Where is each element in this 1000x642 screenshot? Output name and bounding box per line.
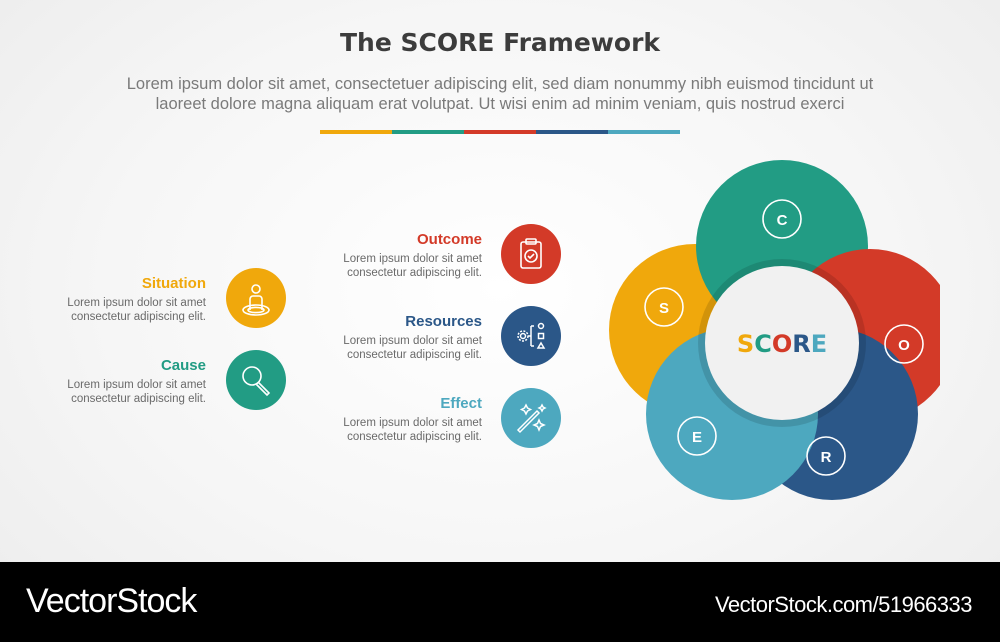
divider-segment-situation [320,130,392,134]
item-label: Outcome [416,231,482,248]
petal-letter-o: O [898,337,910,354]
item-label: Effect [440,395,482,412]
watermark-brand: VectorStock [26,582,197,620]
gear-shapes-icon [501,306,561,366]
page-title: The SCORE Framework [339,28,661,57]
divider-segment-cause [392,130,464,134]
clipboard-check-icon [501,224,561,284]
color-divider-bar [320,130,680,134]
petal-letter-s: S [659,300,669,317]
score-flower-diagram: C O R E S SCORE [600,160,956,510]
page-subtitle: Lorem ipsum dolor sit amet, consectetuer… [60,74,940,114]
divider-segment-outcome [464,130,536,134]
subtitle-line-1: Lorem ipsum dolor sit amet, consectetuer… [126,75,874,93]
item-label: Situation [141,275,206,292]
magnifier-icon [226,350,286,410]
watermark-footer: VectorStock VectorStock.com/51966333 [0,562,1000,642]
item-label: Resources [405,313,482,330]
petal-letter-c: C [777,212,788,229]
petal-letter-r: R [821,449,832,466]
item-label: Cause [160,357,206,374]
petal-letter-e: E [692,429,702,446]
divider-segment-effect [608,130,680,134]
subtitle-line-2: laoreet dolore magna aliquam erat volutp… [155,95,845,113]
watermark-url: VectorStock.com/51966333 [714,592,973,617]
person-target-icon [226,268,286,328]
divider-segment-resources [536,130,608,134]
center-label: SCORE [737,330,827,358]
magic-wand-icon [501,388,561,448]
